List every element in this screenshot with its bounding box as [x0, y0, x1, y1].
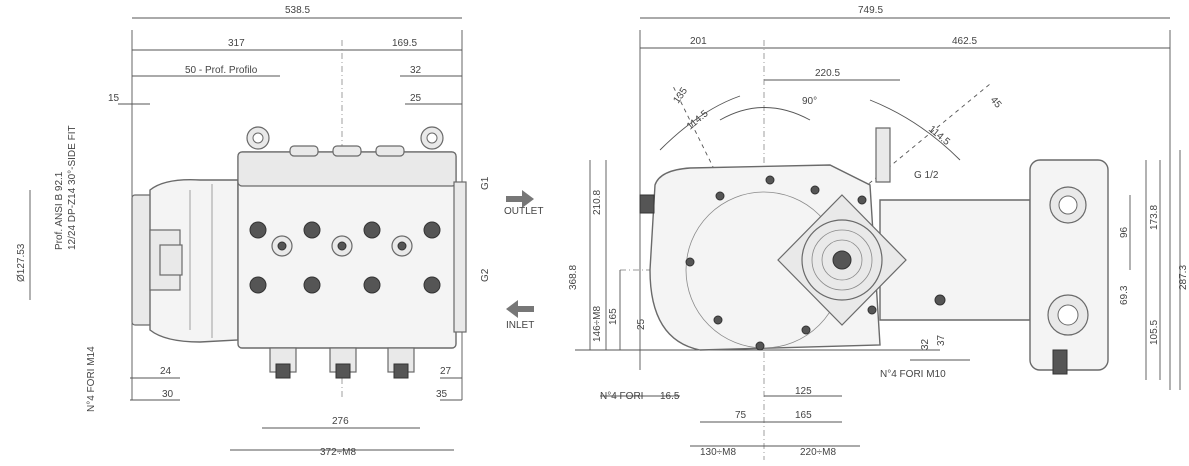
dim-25: 25	[410, 93, 422, 104]
dim-130: 130÷M8	[700, 447, 737, 458]
dim-69: 69.3	[1119, 285, 1130, 305]
dim-30: 30	[162, 389, 174, 400]
gauge-port: G 1/2	[914, 170, 939, 181]
dim-201: 201	[690, 36, 707, 47]
dim-75: 75	[735, 410, 747, 421]
dim-32: 32	[410, 65, 422, 76]
dim-overall-left: 538.5	[285, 5, 310, 16]
holes-right: N°4 FORI M10	[880, 369, 946, 380]
drain-valve	[1052, 349, 1068, 375]
height-368: 368.8	[568, 265, 579, 290]
dim-114-right: 114.5	[926, 124, 952, 148]
arrow-left-icon	[506, 300, 534, 318]
housing-bolts	[685, 175, 946, 351]
dim-173: 173.8	[1149, 205, 1160, 230]
shaft-spec-2: 12/24 DP-Z14 30°-SIDE FIT	[67, 125, 78, 250]
flange-plate	[131, 194, 153, 326]
arrow-right-icon	[506, 190, 534, 208]
shaft-note: 50 - Prof. Profilo	[185, 65, 258, 76]
holes-left: N°4 FORI	[600, 391, 643, 402]
dim-165b: 165	[795, 410, 812, 421]
bottom-valves	[269, 347, 415, 379]
dim-372: 372÷M8	[320, 447, 357, 458]
dim-146: 146÷M8	[592, 305, 603, 342]
dim-37: 37	[936, 334, 947, 346]
end-plate	[453, 181, 467, 333]
dim-96: 96	[1119, 226, 1130, 238]
outlet-label: OUTLET	[504, 206, 543, 217]
dim-125: 125	[795, 386, 812, 397]
diameter-label: Ø127.53	[16, 243, 27, 282]
dim-27: 27	[440, 366, 452, 377]
shaft-end	[159, 244, 183, 276]
dim-220: 220.5	[815, 68, 840, 79]
dim-165: 165	[608, 308, 619, 325]
dim-overall-right: 749.5	[858, 5, 883, 16]
outlet-size: G1	[480, 176, 491, 190]
dim-35: 35	[436, 389, 448, 400]
dim-169: 169.5	[392, 38, 417, 49]
dim-105: 105.5	[1149, 320, 1160, 345]
dim-16: 16.5	[660, 391, 680, 402]
dim-220b: 220÷M8	[800, 447, 837, 458]
dim-462: 462.5	[952, 36, 977, 47]
dim-25-right: 25	[636, 318, 647, 330]
bolt-row-upper	[249, 221, 441, 257]
right-view: 749.5 201 462.5 220.5 90° 135 114.5 114.…	[568, 5, 1189, 460]
gauge-bracket	[875, 127, 891, 183]
dim-24: 24	[160, 366, 172, 377]
shaft-spec-1: Prof. ANSI B 92.1	[54, 171, 65, 250]
dim-276: 276	[332, 416, 349, 427]
left-view: 538.5 317 169.5 50 - Prof. Profilo 32 25…	[16, 5, 543, 458]
dim-32-right: 32	[920, 338, 931, 350]
vent-plug	[639, 194, 655, 214]
holes-label: N°4 FORI M14	[86, 346, 97, 412]
bolt-row-lower	[249, 276, 441, 294]
inlet-size: G2	[480, 268, 491, 282]
dim-15: 15	[108, 93, 120, 104]
inlet-label: INLET	[506, 320, 534, 331]
valve-cover-strip	[237, 151, 457, 187]
dim-317: 317	[228, 38, 245, 49]
height-210: 210.8	[592, 190, 603, 215]
dim-287: 287.3	[1178, 265, 1189, 290]
angle-90: 90°	[802, 96, 817, 107]
angle-45: 45	[988, 95, 1004, 111]
